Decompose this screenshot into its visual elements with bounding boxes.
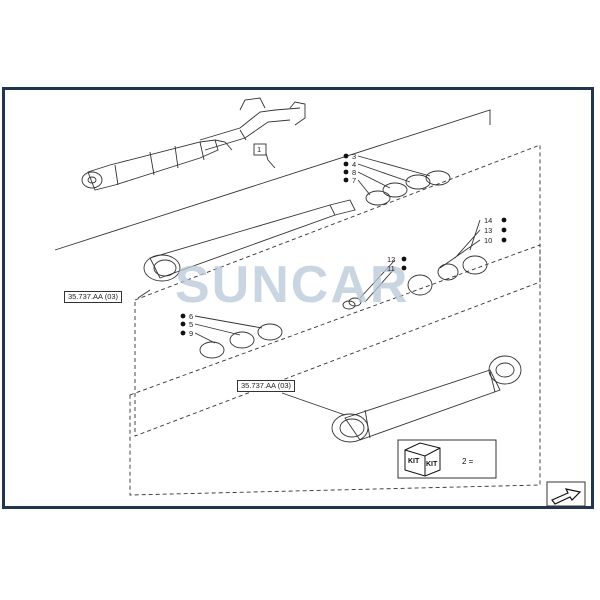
watermark-text: SUNCAR (175, 256, 410, 314)
kit-box-icon (397, 439, 497, 479)
seal-rings-upper (365, 170, 451, 206)
assembly-boundary-line (54, 109, 491, 251)
seal-rings-middle (342, 255, 488, 310)
kit-label-right: KIT (426, 461, 438, 468)
kit-label-left: KIT (408, 458, 420, 465)
callout-6: 6 (189, 312, 194, 321)
callout-1-box (253, 143, 267, 156)
seal-rings-left (199, 323, 283, 359)
callout-4: 4 (352, 160, 357, 169)
callout-14: 14 (484, 216, 493, 225)
callout-10: 10 (484, 236, 493, 245)
callout-13: 13 (484, 226, 493, 235)
callout-11: 11 (387, 264, 395, 273)
callout-5: 5 (189, 320, 194, 329)
dashed-group-lower (129, 244, 541, 496)
callout-3: 3 (352, 152, 357, 161)
callout-7: 7 (352, 176, 357, 185)
piston-rod-drawing (143, 199, 356, 282)
reference-label-a[interactable]: 35.737.AA (03) (64, 291, 123, 303)
reference-label-b[interactable]: 35.737.AA (03) (237, 380, 296, 392)
cylinder-barrel-drawing (331, 355, 522, 443)
dashed-group-upper (134, 144, 541, 437)
cylinder-assembly-drawing (81, 97, 306, 191)
callout-1: 1 (257, 145, 262, 154)
callout-9: 9 (189, 329, 194, 338)
callout-8: 8 (352, 168, 357, 177)
next-page-arrow-icon (546, 481, 586, 507)
kit-count: 2 = (462, 457, 474, 466)
callout-12: 12 (387, 255, 396, 264)
